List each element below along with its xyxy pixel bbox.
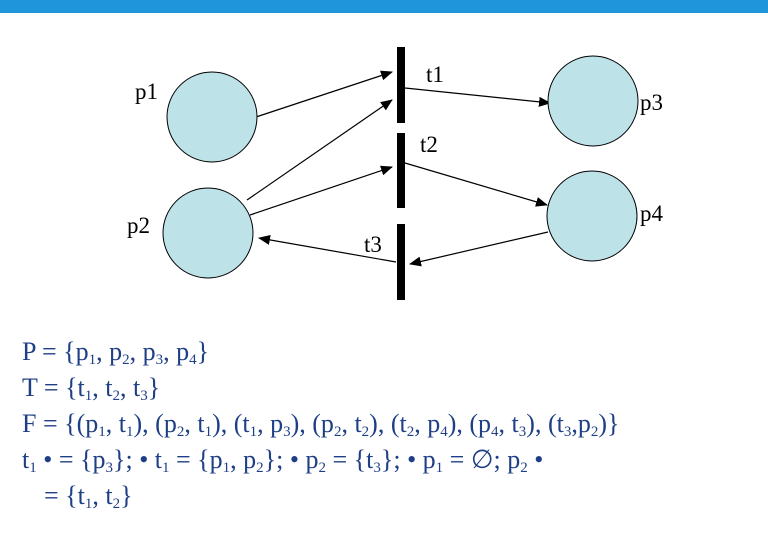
arc-p2-t1 [246,99,393,201]
place-p4 [546,170,638,262]
place-label-p1: p1 [135,79,158,104]
arc-t3-p2 [258,234,397,263]
arc-t2-p4 [404,162,548,207]
flow-relation-formula: F = {(p1, t1), (p2, t1), (t1, p3), (p2, … [22,409,620,440]
place-label-p4: p4 [640,201,664,226]
transitions-set-formula: T = {t1, t2, t3} [22,373,161,404]
transition-label-t1: t1 [426,62,444,87]
formula-block: P = {p1, p2, p3, p4} T = {t1, t2, t3} F … [22,334,619,514]
transition-t3 [397,224,405,300]
place-p1 [166,71,258,163]
place-label-p3: p3 [640,90,663,115]
place-p3 [547,55,639,147]
transition-label-t3: t3 [364,232,382,257]
arc-t1-p3 [404,87,551,107]
transition-t1 [397,47,405,123]
pre-post-set-formula-continued: = {t1, t2} [44,481,133,512]
arc-p2-t2 [249,165,393,216]
arc-p4-t3 [409,231,549,267]
transition-t2 [397,133,405,208]
petri-net-diagram: p1 p2 p3 p4 t1 t2 t3 [127,47,664,300]
places-set-formula: P = {p1, p2, p3, p4} [22,337,210,368]
top-accent-bar [0,0,768,13]
place-p2 [162,187,254,279]
arc-p1-t1 [255,70,393,118]
place-label-p2: p2 [127,213,150,238]
pre-post-set-formula: t1 • = {p3}; • t1 = {p1, p2}; • p2 = {t3… [22,445,544,476]
transition-label-t2: t2 [420,132,438,157]
